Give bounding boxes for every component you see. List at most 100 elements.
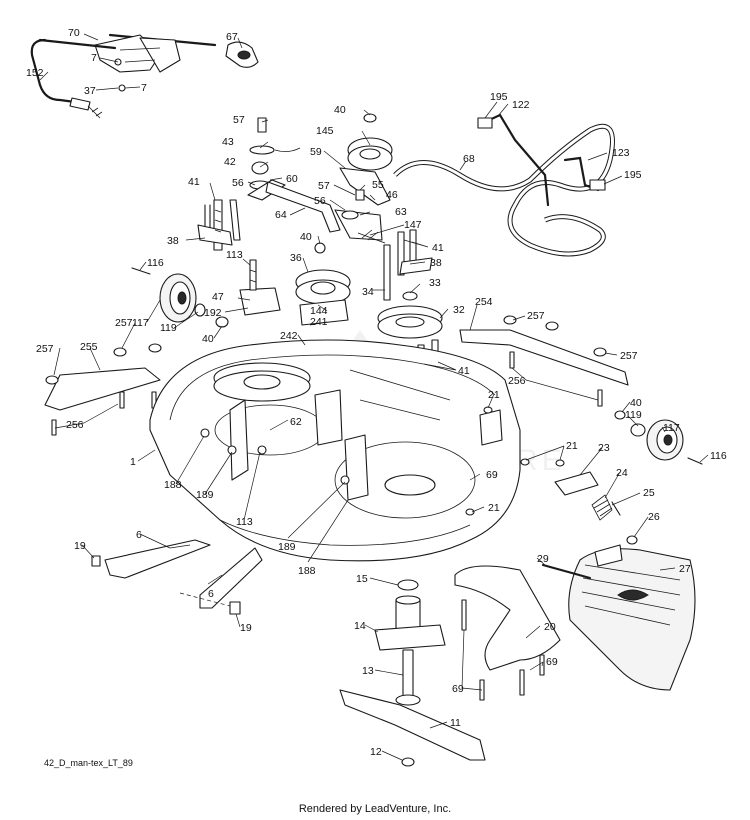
callout-123: 123: [612, 147, 630, 159]
footer-credit: Rendered by LeadVenture, Inc.: [299, 803, 451, 815]
front-hanger-bracket-lower: [179, 547, 263, 615]
callout-1: 1: [130, 456, 136, 468]
callout-13: 13: [362, 665, 374, 677]
callout-145: 145: [316, 125, 334, 137]
callout-40c: 40: [202, 333, 214, 345]
callout-40d: 40: [630, 397, 642, 409]
callout-38b: 38: [430, 257, 442, 269]
callout-7b: 7: [141, 82, 147, 94]
callout-119b: 119: [625, 409, 642, 421]
callout-63: 63: [395, 206, 407, 218]
callout-122: 122: [512, 99, 530, 111]
callout-41b: 41: [432, 242, 444, 254]
callout-113b: 113: [236, 516, 253, 528]
callout-29: 29: [537, 553, 549, 565]
callout-70: 70: [68, 27, 80, 39]
deck-bracket-center: [239, 259, 281, 316]
callout-257c: 257: [36, 343, 54, 355]
callout-19a: 19: [74, 540, 86, 552]
callout-189b: 189: [278, 541, 296, 553]
callout-254: 254: [475, 296, 493, 308]
right-gauge-wheel: [614, 410, 703, 465]
callout-37: 37: [84, 85, 96, 97]
callout-192: 192: [204, 307, 222, 319]
callout-24: 24: [616, 467, 628, 479]
callout-36: 36: [290, 252, 302, 264]
callout-20: 20: [544, 621, 556, 633]
callout-33: 33: [429, 277, 441, 289]
front-baffle: [454, 565, 561, 701]
callout-26: 26: [648, 511, 660, 523]
idler-arm-assembly: [247, 117, 341, 233]
callout-7a: 7: [91, 52, 97, 64]
drive-belt: [393, 123, 615, 257]
callout-67: 67: [226, 31, 238, 43]
callout-34: 34: [362, 286, 374, 298]
callout-257b: 257: [115, 317, 133, 329]
callout-60: 60: [286, 173, 298, 185]
callout-57b: 57: [318, 180, 330, 192]
callout-42: 42: [224, 156, 236, 168]
left-gauge-wheel: [131, 267, 229, 328]
callout-147: 147: [404, 219, 422, 231]
callout-56a: 56: [232, 177, 244, 189]
callout-144: 144: [310, 305, 328, 317]
mower-deck-housing: [149, 339, 521, 562]
rear-baffle-left: [44, 343, 162, 436]
callout-62: 62: [290, 416, 302, 428]
callout-6a: 6: [136, 529, 142, 541]
callout-257a: 257: [527, 310, 545, 322]
callout-40b: 40: [300, 231, 312, 243]
rear-baffle-right: [459, 315, 629, 407]
callout-69c: 69: [452, 683, 464, 695]
callout-21c: 21: [488, 502, 500, 514]
callout-116a: 116: [147, 257, 164, 269]
diagram-code: 42_D_man-tex_LT_89: [44, 758, 133, 768]
callout-195a: 195: [490, 91, 508, 103]
callout-46: 46: [386, 189, 398, 201]
callout-113a: 113: [226, 249, 243, 261]
callout-23: 23: [598, 442, 610, 454]
callout-256a: 256: [66, 419, 84, 431]
upper-idler-pulley: [334, 113, 393, 244]
callout-64: 64: [275, 209, 287, 221]
callout-255: 255: [80, 341, 98, 353]
callout-41a: 41: [188, 176, 200, 188]
discharge-chute-hardware: [465, 406, 638, 545]
callout-25: 25: [643, 487, 655, 499]
callout-119a: 119: [160, 322, 177, 334]
callout-12: 12: [370, 746, 382, 758]
callout-188b: 188: [298, 565, 316, 577]
callout-256b: 256: [508, 375, 526, 387]
callout-59: 59: [310, 146, 322, 158]
callout-241: 241: [310, 316, 328, 328]
leader-lines: [39, 33, 709, 761]
callout-47: 47: [212, 291, 224, 303]
callout-117b: 117: [663, 422, 680, 434]
callout-19b: 19: [240, 622, 252, 634]
callout-195b: 195: [624, 169, 642, 181]
callout-32: 32: [453, 304, 465, 316]
spindle-assembly: [339, 579, 486, 767]
callout-15: 15: [356, 573, 368, 585]
callout-57a: 57: [233, 114, 245, 126]
callout-21a: 21: [488, 389, 500, 401]
deck-bolts-right: [314, 229, 433, 301]
lift-linkage-assembly: [30, 33, 259, 119]
callout-117a: 117: [132, 317, 149, 329]
front-hanger-bracket-upper: [91, 539, 211, 579]
callout-188a: 188: [164, 479, 182, 491]
callout-27: 27: [679, 563, 691, 575]
callout-152: 152: [26, 67, 44, 79]
callout-labels: 70 67 152 7 7 37 57 43 42 56 60 40 145 5…: [26, 27, 727, 758]
callout-41c: 41: [458, 365, 470, 377]
deck-bolts-left: [197, 199, 241, 251]
callout-6b: 6: [208, 588, 214, 600]
belt-guide-rods: [477, 113, 606, 207]
callout-43: 43: [222, 136, 234, 148]
callout-242: 242: [280, 330, 298, 342]
callout-21b: 21: [566, 440, 578, 452]
callout-69b: 69: [546, 656, 558, 668]
callout-14: 14: [354, 620, 366, 632]
